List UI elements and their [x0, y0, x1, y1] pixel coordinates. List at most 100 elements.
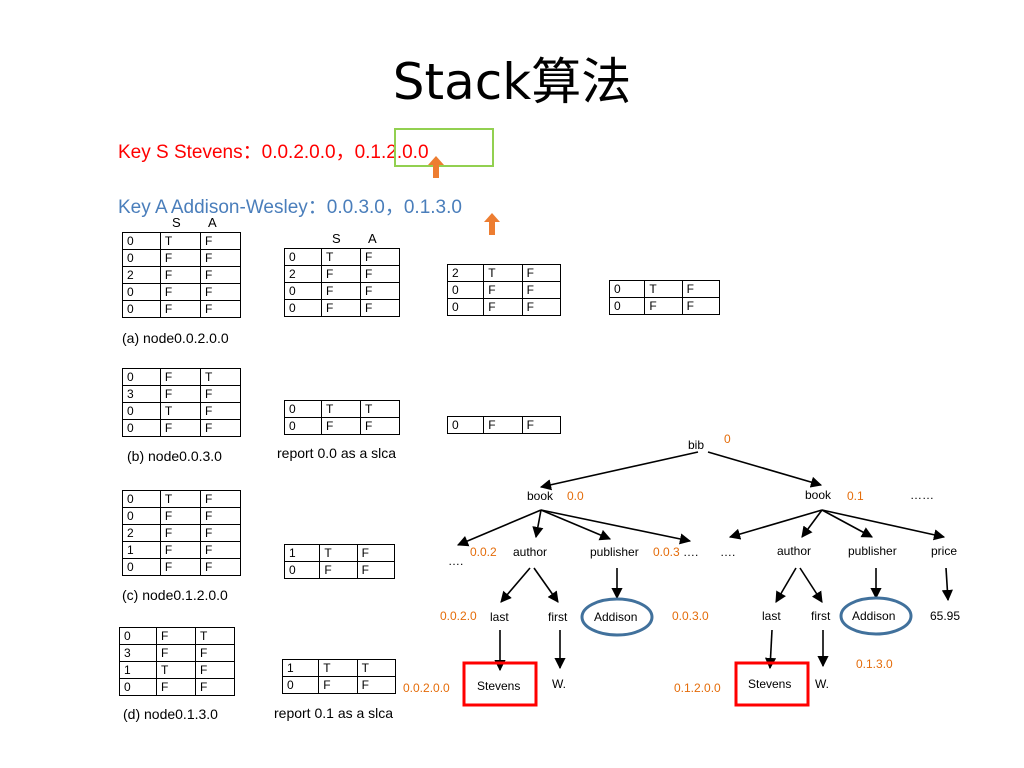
node-addison2: Addison — [852, 609, 895, 623]
slide-title: Stack算法 — [392, 53, 632, 111]
caption-d: (d) node0.1.3.0 — [123, 706, 218, 722]
highlight-box — [394, 128, 494, 167]
node-publisher1: publisher — [590, 545, 639, 559]
edge-book1-dots — [456, 509, 542, 547]
node-price-value: 65.95 — [930, 609, 960, 623]
edge-book2-author — [801, 509, 823, 538]
stack-cell: F — [199, 558, 242, 576]
node-price: price — [931, 544, 957, 558]
stack-cell: 0 — [608, 297, 646, 315]
edge-book2-publisher — [821, 509, 873, 538]
node-book2: book — [805, 488, 832, 502]
node-author2: author — [777, 544, 811, 558]
up-arrow-icon — [428, 156, 444, 178]
id-book1: 0.0 — [567, 489, 584, 503]
edge-author2-last — [775, 567, 797, 603]
stack-cell: F — [359, 299, 401, 317]
dots-mid1: …. — [683, 545, 698, 559]
stack-cell: 0 — [283, 561, 321, 579]
key-s-line: Key S Stevens：0.0.2.0.0，0.1.2.0.0 — [118, 137, 429, 164]
report-d: report 0.1 as a slca — [274, 705, 394, 721]
stack-cell: F — [521, 298, 562, 316]
id-003: 0.0.3 — [653, 545, 680, 559]
stack-cell: F — [199, 419, 242, 437]
node-last2: last — [762, 609, 781, 623]
edge-bib-book2 — [707, 451, 823, 488]
caption-c: (c) node0.1.2.0.0 — [122, 587, 228, 603]
node-first2: first — [811, 609, 831, 623]
stack-cell: F — [521, 416, 562, 434]
edge-book1-dots2 — [540, 509, 692, 545]
node-author1: author — [513, 545, 547, 559]
addison1-circle — [580, 597, 654, 637]
node-stevens2: Stevens — [748, 677, 791, 691]
edge-book2-dots — [728, 509, 823, 540]
node-last1: last — [490, 610, 509, 624]
up-arrow-icon — [484, 213, 500, 235]
addison2-circle — [839, 596, 913, 636]
edge-author2-first — [799, 567, 823, 603]
key-s-prefix: Key S Stevens：0.0.2.0.0， — [118, 142, 355, 163]
caption-a: (a) node0.0.2.0.0 — [122, 330, 229, 346]
key-a-line: Key A Addison-Wesley：0.0.3.0，0.1.3.0 — [118, 197, 462, 218]
stack-cell: 0 — [122, 558, 161, 576]
stack-cell: F — [644, 297, 683, 315]
id-0130: 0.1.3.0 — [856, 657, 893, 671]
dots-mid2: …. — [720, 545, 735, 559]
node-first1: first — [548, 610, 568, 624]
id-book2: 0.1 — [847, 489, 864, 503]
id-bib: 0 — [724, 432, 731, 446]
id-01200: 0.1.2.0.0 — [674, 681, 721, 695]
report-b: report 0.0 as a slca — [277, 445, 397, 461]
ellipsis-top: …… — [910, 488, 934, 502]
edge-bib-book1 — [539, 451, 699, 491]
stack-cell: 0 — [608, 280, 646, 298]
id-0030: 0.0.3.0 — [672, 609, 709, 623]
stack-cell: F — [356, 561, 396, 579]
stack-cell: F — [194, 644, 236, 662]
node-publisher2: publisher — [848, 544, 897, 558]
stack-cell: F — [199, 300, 242, 318]
edge-author1-first — [533, 567, 559, 603]
header-a: A — [368, 231, 377, 246]
dots-left: …. — [448, 554, 463, 568]
stevens1-box — [462, 661, 538, 707]
header-s: S — [332, 231, 341, 246]
header-s: S — [172, 215, 181, 230]
stack-cell: F — [194, 678, 236, 696]
node-bib: bib — [688, 438, 704, 452]
stack-cell: 0 — [122, 300, 161, 318]
edge-author1-last — [500, 567, 531, 603]
edge-book2-price — [821, 509, 946, 541]
node-addison1: Addison — [594, 610, 637, 624]
